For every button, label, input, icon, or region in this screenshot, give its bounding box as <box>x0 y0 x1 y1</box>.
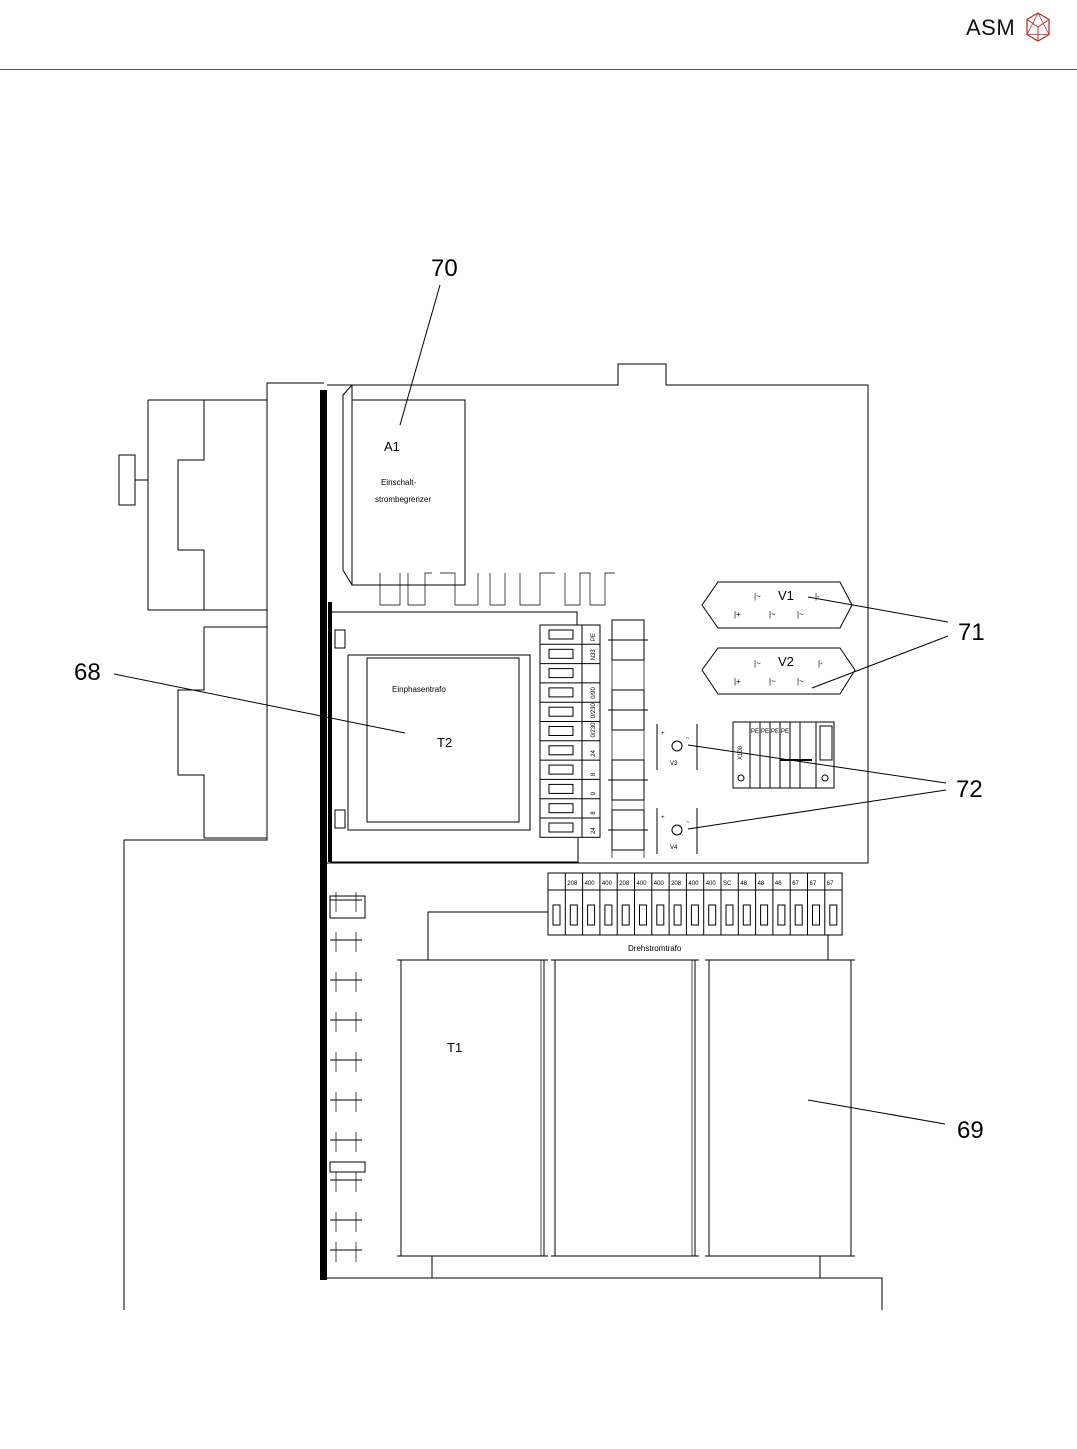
v2-rectifier: V2 |~ |- |+ |~ |~ <box>702 648 855 694</box>
t1-terminal-label: 208 <box>619 881 630 887</box>
v3-label: V3 <box>670 761 678 767</box>
svg-text:+: + <box>661 815 665 821</box>
svg-text:70: 70 <box>431 255 458 282</box>
t2-terminal-label: 8 <box>591 811 597 815</box>
svg-text:+: + <box>661 731 665 737</box>
t2-subplate <box>331 602 578 862</box>
pe-label-4: PE <box>781 729 789 735</box>
t2-terminal-label: N33 <box>591 649 597 661</box>
fuse-column <box>608 620 648 858</box>
svg-text:|~: |~ <box>769 610 776 619</box>
svg-text:|~: |~ <box>797 610 804 619</box>
t2-terminal-label: 0/230 <box>591 722 597 738</box>
svg-text:|~: |~ <box>754 659 761 668</box>
t1-terminal-label: 48 <box>758 881 765 887</box>
t1-terminal-label: 67 <box>792 881 799 887</box>
t1-terminal-label: 46 <box>775 881 782 887</box>
t2-terminal-label: 24 <box>591 827 597 834</box>
pe-label-3: PE <box>771 729 779 735</box>
svg-text:|~: |~ <box>754 592 761 601</box>
t2-terminal-label: 8 <box>591 772 597 776</box>
svg-text:|~: |~ <box>769 677 776 686</box>
t2-type-label: Einphasentrafo <box>392 685 446 694</box>
t1-terminal-label: 67 <box>827 881 834 887</box>
svg-text:|~: |~ <box>797 677 804 686</box>
t1-type-label: Drehstromtrafo <box>628 944 682 953</box>
t1-terminal-label: 400 <box>688 881 699 887</box>
t2-terminal-label: 0 <box>591 791 597 795</box>
svg-text:|-: |- <box>818 659 823 668</box>
pe-label-1: PE <box>751 729 759 735</box>
svg-text:|-: |- <box>815 592 820 601</box>
t2-terminal-label: PE <box>591 633 597 641</box>
svg-text:69: 69 <box>957 1117 984 1144</box>
svg-text:~: ~ <box>686 820 690 826</box>
svg-text:|+: |+ <box>734 677 741 686</box>
t2-terminal-label: 0/90 <box>591 687 597 699</box>
mounting-rail <box>320 390 327 1280</box>
t1-terminal-label: 67 <box>810 881 817 887</box>
left-fuse-stack <box>330 892 365 1262</box>
v1-label: V1 <box>778 588 794 603</box>
v3-bridge: + ~ V3 <box>657 724 697 770</box>
t1-terminal-label: 400 <box>602 881 613 887</box>
t1-terminal-label: 400 <box>706 881 717 887</box>
v1-rectifier: V1 |~ |- |+ |~ |~ <box>702 582 852 628</box>
t1-terminal-label: 208 <box>567 881 578 887</box>
svg-text:71: 71 <box>958 619 985 646</box>
t1-transformer: T1 <box>397 960 855 1278</box>
callout-72: 72 <box>688 745 983 829</box>
t2-terminal-label: 0/230 <box>591 703 597 719</box>
svg-text:|+: |+ <box>734 610 741 619</box>
a1-desc-line2: strombegrenzer <box>375 495 431 504</box>
cable-duct-top <box>380 573 615 605</box>
t1-terminal-label: 48 <box>740 881 747 887</box>
t1-terminal-label: SC <box>723 881 732 887</box>
t1-terminal-strip: 208 400 400 208 400 400 208 400 400 SC 48 48 46 67 67 6… <box>548 873 842 935</box>
t1-terminal-label: 400 <box>654 881 665 887</box>
t2-terminal-label: 24 <box>591 749 597 756</box>
t1-terminal-label: 208 <box>671 881 682 887</box>
t1-label: T1 <box>447 1040 462 1055</box>
t2-terminal-strip: PE N33 0/90 0/230 0/230 24 8 0 8 24 <box>540 625 600 837</box>
a1-desc-line1: Einschalt- <box>381 478 416 487</box>
svg-text:72: 72 <box>956 776 983 803</box>
callout-69: 69 <box>808 1100 984 1144</box>
pe-label-2: PE <box>761 729 769 735</box>
v4-bridge: + ~ V4 <box>657 808 697 854</box>
callout-71: 71 <box>808 597 985 688</box>
svg-text:~: ~ <box>686 736 690 742</box>
a1-label: A1 <box>384 439 400 454</box>
t1-terminal-label: 400 <box>637 881 648 887</box>
callout-68: 68 <box>74 659 405 733</box>
svg-text:68: 68 <box>74 659 101 686</box>
t1-terminal-label: 400 <box>585 881 596 887</box>
x100-terminal-block: X100 PE PE PE PE <box>733 722 834 788</box>
v4-label: V4 <box>670 845 678 851</box>
v2-label: V2 <box>778 654 794 669</box>
a1-inrush-limiter: A1 Einschalt- strombegrenzer <box>343 385 465 585</box>
t2-label: T2 <box>437 735 452 750</box>
t2-transformer: Einphasentrafo T2 <box>348 655 530 830</box>
left-housing <box>119 383 324 1310</box>
